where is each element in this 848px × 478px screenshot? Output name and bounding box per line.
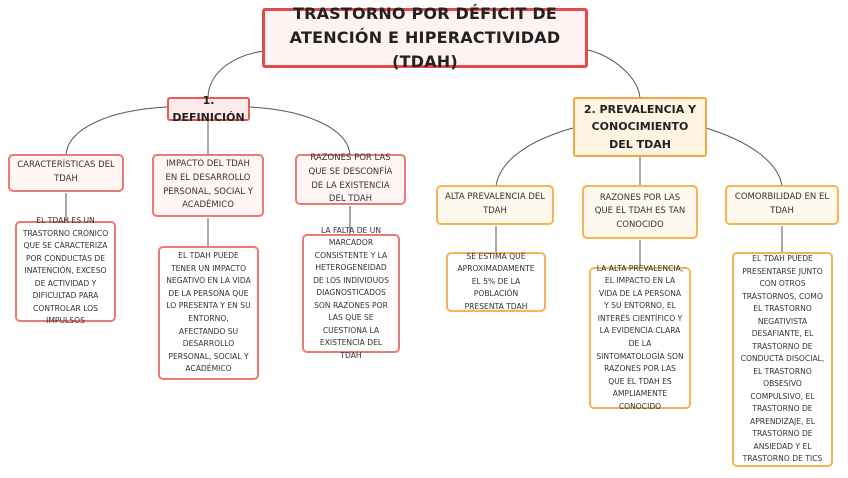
connector-definicion-caracteristicas — [65, 106, 168, 156]
topic-impacto: IMPACTO DEL TDAH EN EL DESARROLLO PERSON… — [152, 154, 264, 217]
leaf-impacto: EL TDAH PUEDE TENER UN IMPACTO NEGATIVO … — [158, 246, 259, 380]
connector-definicion-razones — [249, 106, 351, 156]
leaf-razones-desconfianza: LA FALTA DE UN MARCADOR CONSISTENTE Y LA… — [302, 226, 400, 360]
root-title: TRASTORNO POR DÉFICIT DE ATENCIÓN E HIPE… — [262, 4, 588, 71]
connector-root-prevalencia — [587, 49, 641, 99]
branch-prevalencia: 2. PREVALENCIA Y CONOCIMIENTO DEL TDAH — [573, 97, 707, 157]
connector-prevalencia-comorbilidad — [705, 127, 783, 187]
topic-caracteristicas: CARACTERÍSTICAS DEL TDAH — [8, 154, 124, 192]
connector-prevalencia-alta — [495, 127, 574, 187]
topic-razones-conocido: RAZONES POR LAS QUE EL TDAH ES TAN CONOC… — [582, 185, 698, 239]
leaf-razones-conocido: LA ALTA PREVALENCIA, EL IMPACTO EN LA VI… — [589, 264, 691, 411]
leaf-comorbilidad: EL TDAH PUEDE PRESENTARSE JUNTO CON OTRO… — [732, 252, 833, 467]
topic-comorbilidad: COMORBILIDAD EN EL TDAH — [725, 185, 839, 225]
leaf-alta-prevalencia: SE ESTIMA QUE APROXIMADAMENTE EL 5% DE L… — [446, 252, 546, 312]
branch-definicion: 1. DEFINICIÓN — [167, 94, 250, 124]
topic-alta-prevalencia: ALTA PREVALENCIA DEL TDAH — [436, 185, 554, 225]
topic-razones-desconfianza: RAZONES POR LAS QUE SE DESCONFÍA DE LA E… — [295, 153, 406, 205]
leaf-caracteristicas: EL TDAH ES UN TRASTORNO CRÓNICO QUE SE C… — [15, 216, 116, 325]
